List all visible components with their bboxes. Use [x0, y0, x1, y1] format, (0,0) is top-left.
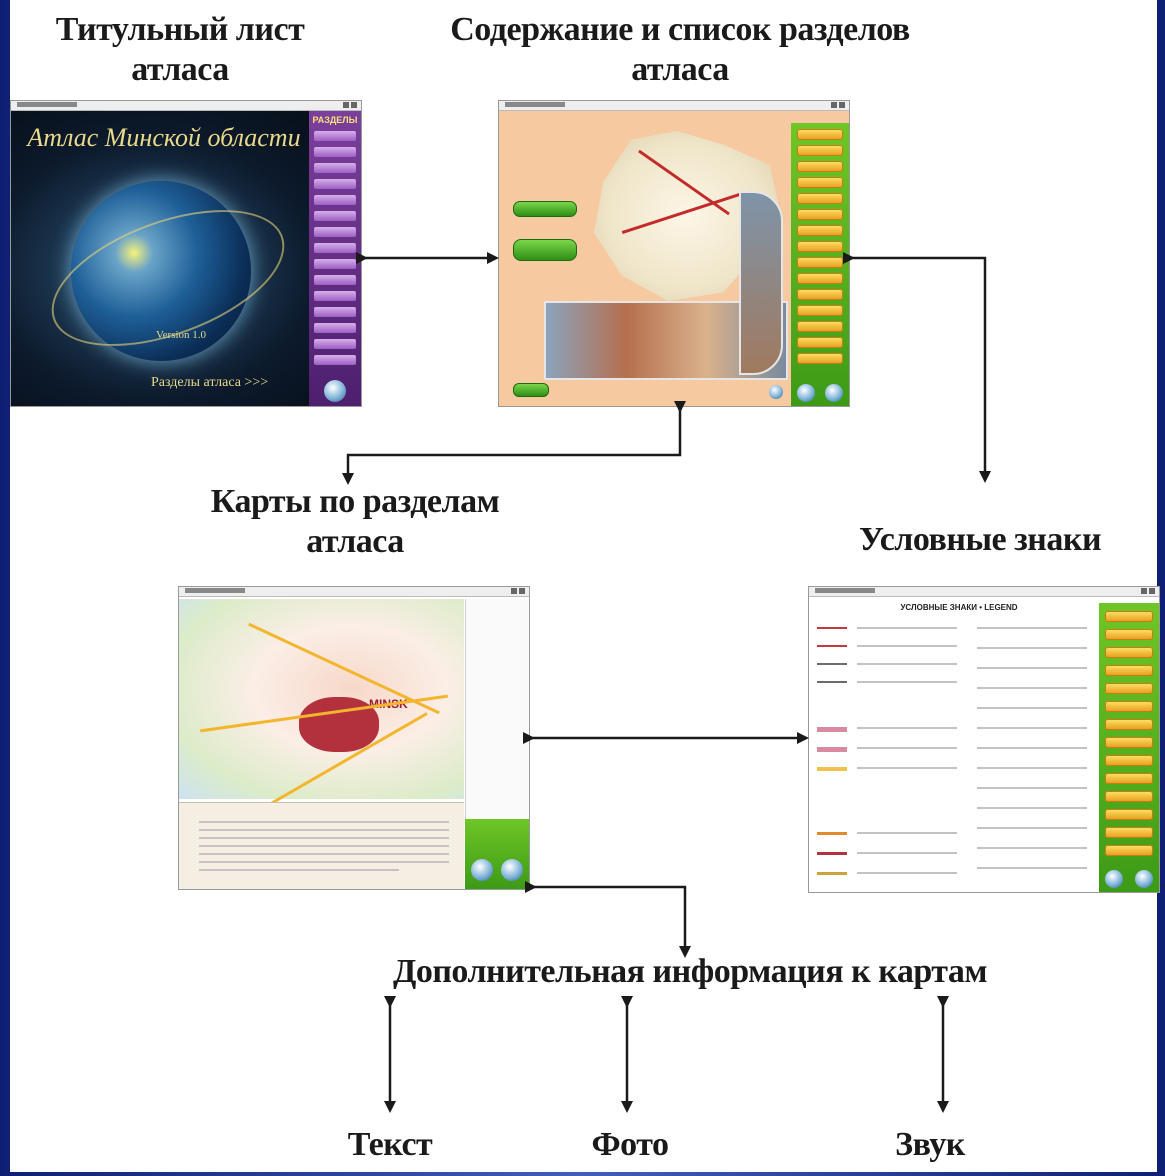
version-text: Version 1.0: [155, 329, 207, 341]
sound-label: Звук: [895, 1126, 965, 1163]
atlas-title: Атлас Минской области: [27, 123, 301, 152]
section-button[interactable]: [797, 337, 843, 348]
section-button[interactable]: [797, 225, 843, 236]
section-button[interactable]: [1105, 827, 1153, 838]
contents-label-line1: Содержание и список разделов: [450, 11, 910, 48]
section-button[interactable]: [797, 129, 843, 140]
section-button[interactable]: [1105, 809, 1153, 820]
legend-screenshot: УСЛОВНЫЕ ЗНАКИ • LEGEND: [808, 586, 1160, 893]
section-button[interactable]: [1105, 773, 1153, 784]
window-titlebar: [179, 587, 529, 597]
section-button[interactable]: [1105, 701, 1153, 712]
section-button[interactable]: [1105, 647, 1153, 658]
section-button[interactable]: [797, 321, 843, 332]
window-titlebar: [11, 101, 361, 111]
section-button[interactable]: [797, 209, 843, 220]
contents-green-button[interactable]: [513, 239, 577, 261]
back-arrow-icon[interactable]: [471, 859, 493, 881]
contents-sections-bar: [791, 123, 849, 406]
sidebar-section-button[interactable]: [314, 163, 356, 173]
sections-sidebar: РАЗДЕЛЫ: [309, 111, 361, 406]
section-button[interactable]: [797, 353, 843, 364]
contents-label-line2: атласа: [631, 51, 729, 88]
sound-icon[interactable]: [324, 380, 346, 402]
window-titlebar: [809, 587, 1159, 597]
arrow-contents-legend: [843, 252, 991, 483]
sidebar-section-button[interactable]: [314, 227, 356, 237]
title-page-label-line1: Титульный лист: [55, 11, 305, 48]
window-titlebar: [499, 101, 849, 111]
sidebar-section-button[interactable]: [314, 355, 356, 365]
additional-info-label: Дополнительная информация к картам: [392, 953, 988, 990]
sidebar-section-button[interactable]: [314, 211, 356, 221]
section-maps-label-line1: Карты по разделам: [210, 483, 500, 520]
map-nav-bar: [465, 819, 529, 889]
section-button[interactable]: [797, 241, 843, 252]
section-button[interactable]: [1105, 719, 1153, 730]
legend-entries: [817, 617, 1097, 887]
section-button[interactable]: [1105, 737, 1153, 748]
arrow-contents-maps: [342, 401, 686, 485]
legend-heading: УСЛОВНЫЕ ЗНАКИ • LEGEND: [900, 603, 1018, 612]
legend-sections-bar: [1099, 603, 1159, 892]
sound-icon[interactable]: [825, 384, 843, 402]
section-button[interactable]: [797, 305, 843, 316]
contents-green-button[interactable]: [513, 383, 549, 397]
sidebar-section-button[interactable]: [314, 275, 356, 285]
section-button[interactable]: [797, 273, 843, 284]
section-button[interactable]: [1105, 791, 1153, 802]
sidebar-header: РАЗДЕЛЫ: [312, 115, 358, 125]
sidebar-section-button[interactable]: [314, 307, 356, 317]
back-arrow-icon[interactable]: [797, 384, 815, 402]
legend-label: Условные знаки: [858, 521, 1102, 558]
section-button[interactable]: [1105, 683, 1153, 694]
map-legend-column: [465, 599, 529, 819]
section-button[interactable]: [797, 289, 843, 300]
title-page-label-line2: атласа: [131, 51, 229, 88]
sidebar-section-button[interactable]: [314, 195, 356, 205]
sidebar-section-button[interactable]: [314, 323, 356, 333]
section-button[interactable]: [1105, 755, 1153, 766]
sections-link[interactable]: Разделы атласа >>>: [151, 375, 269, 390]
section-button[interactable]: [797, 193, 843, 204]
section-button[interactable]: [1105, 665, 1153, 676]
sound-icon[interactable]: [501, 859, 523, 881]
sidebar-section-button[interactable]: [314, 291, 356, 301]
section-button[interactable]: [797, 257, 843, 268]
section-maps-label-line2: атласа: [306, 523, 404, 560]
text-label: Текст: [347, 1126, 433, 1163]
section-map-screenshot: MINSK: [178, 586, 530, 890]
section-button[interactable]: [1105, 611, 1153, 622]
arrow-maps-additional: [525, 881, 691, 958]
title-page-label: Титульный лист атласа: [10, 10, 350, 90]
photo-strip-curve: [739, 191, 783, 375]
description-text-block: [179, 802, 464, 889]
back-arrow-icon[interactable]: [1105, 870, 1123, 888]
sidebar-section-button[interactable]: [314, 147, 356, 157]
contents-screenshot: [498, 100, 850, 407]
section-button[interactable]: [797, 145, 843, 156]
sidebar-section-button[interactable]: [314, 339, 356, 349]
contents-green-button[interactable]: [513, 201, 577, 217]
section-maps-label: Карты по разделам атласа: [170, 482, 540, 562]
section-button[interactable]: [797, 161, 843, 172]
sidebar-section-button[interactable]: [314, 259, 356, 269]
globe-image: [71, 181, 251, 361]
sidebar-section-button[interactable]: [314, 243, 356, 253]
photo-label: Фото: [591, 1126, 669, 1163]
section-button[interactable]: [1105, 629, 1153, 640]
contents-label: Содержание и список разделов атласа: [390, 10, 970, 90]
sound-icon[interactable]: [1135, 870, 1153, 888]
info-icon[interactable]: [769, 385, 783, 399]
title-page-screenshot: Атлас Минской области Version 1.0 Раздел…: [10, 100, 362, 407]
sidebar-section-button[interactable]: [314, 179, 356, 189]
section-button[interactable]: [1105, 845, 1153, 856]
sidebar-section-button[interactable]: [314, 131, 356, 141]
section-button[interactable]: [797, 177, 843, 188]
